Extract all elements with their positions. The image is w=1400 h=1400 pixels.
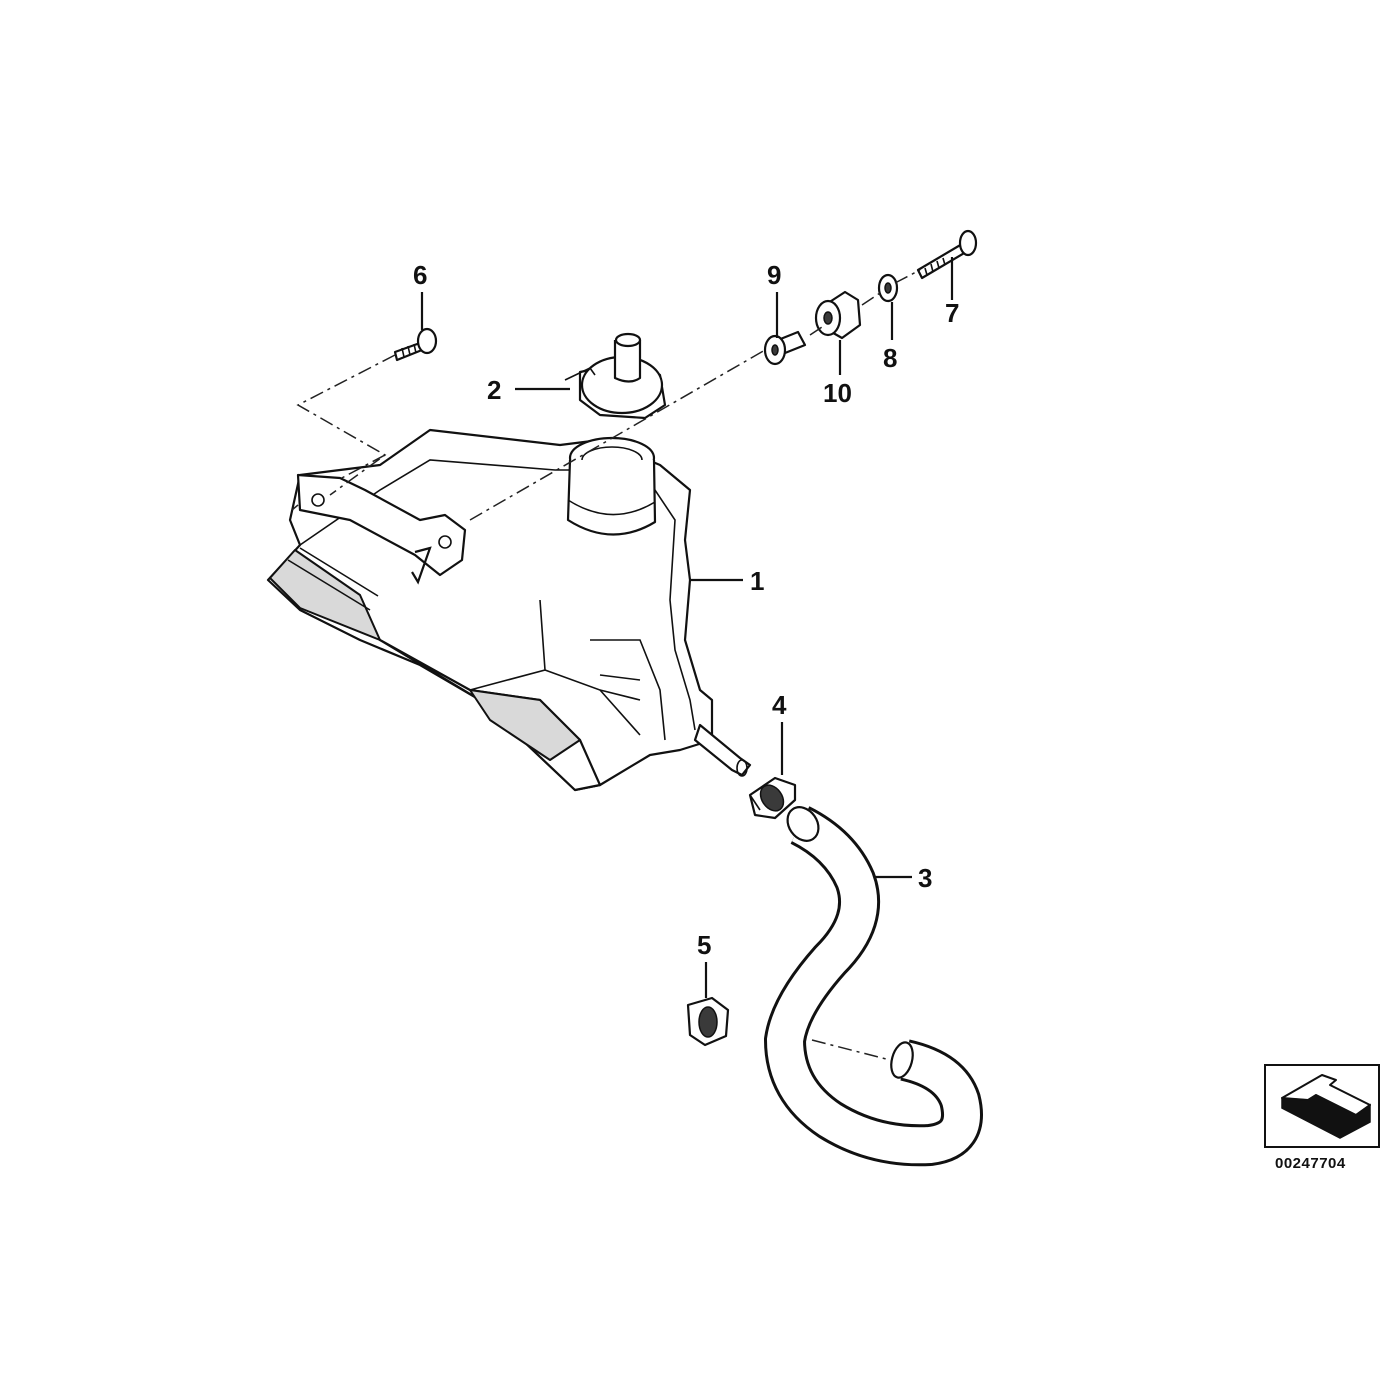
callout-3: 3	[918, 863, 932, 893]
direction-arrow-icon	[1264, 1064, 1380, 1148]
expansion-tank	[266, 428, 752, 792]
callout-10: 10	[823, 378, 852, 408]
bolt	[916, 229, 978, 280]
callout-8: 8	[883, 343, 897, 373]
callout-5: 5	[697, 930, 711, 960]
callout-7: 7	[945, 298, 959, 328]
overflow-hose	[763, 806, 983, 1167]
rubber-mount	[814, 290, 862, 340]
callouts: 1 2 3 4 5 6 7 8 9 10	[413, 260, 959, 960]
drawing-number: 00247704	[1275, 1155, 1346, 1172]
bushing	[763, 330, 807, 366]
assembly-lines	[291, 269, 921, 1061]
hose-clamp-upper	[748, 776, 797, 820]
screw	[393, 327, 438, 362]
callout-1: 1	[750, 566, 764, 596]
tank-cap	[564, 332, 667, 420]
callout-9: 9	[767, 260, 781, 290]
callout-4: 4	[772, 690, 787, 720]
washer	[877, 273, 899, 303]
hose-clamp-lower	[686, 996, 730, 1047]
callout-2: 2	[487, 375, 501, 405]
leader-lines	[420, 257, 954, 998]
callout-6: 6	[413, 260, 427, 290]
